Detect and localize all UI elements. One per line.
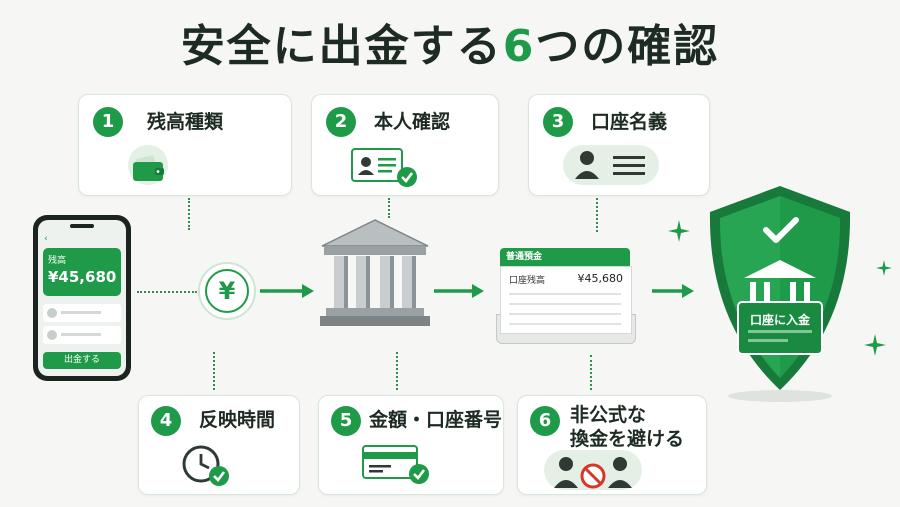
step-number-6: 6	[530, 406, 560, 436]
title-number: 6	[502, 21, 536, 72]
clock-check-icon	[182, 445, 229, 486]
passbook-row-label: 口座残高	[509, 276, 546, 286]
check-card-2: 2 本人確認	[311, 94, 499, 196]
yen-symbol: ¥	[205, 269, 249, 313]
credit-card-check-icon	[362, 445, 429, 484]
connector-phone-yen	[137, 291, 197, 293]
check-card-6: 6 非公式な 換金を避ける	[517, 395, 707, 495]
check-title-3: 口座名義	[591, 111, 668, 133]
check-title-4: 反映時間	[199, 409, 276, 431]
connector-3	[596, 198, 598, 232]
connector-1	[188, 198, 190, 230]
step-number-4: 4	[151, 406, 181, 436]
check-card-1: 1 残高種類	[78, 94, 292, 196]
list-item[interactable]	[43, 326, 121, 344]
bank-building-icon	[320, 219, 430, 326]
passbook-row-value: ¥45,680	[577, 272, 624, 285]
title-main: 安全に出金する	[180, 21, 503, 72]
balance-amount: ¥45,680	[48, 268, 117, 286]
check-card-3: 3 口座名義	[528, 94, 710, 196]
connector-4	[213, 352, 215, 390]
check-title-1: 残高種類	[147, 111, 224, 133]
check-card-4: 4 反映時間	[138, 395, 300, 495]
arrow-right-icon	[260, 284, 314, 298]
back-chevron-icon[interactable]: ‹	[44, 234, 48, 244]
sparkle-icon	[864, 334, 886, 356]
passbook-body: 口座残高 ¥45,680	[500, 266, 632, 334]
connector-5	[396, 352, 398, 390]
check-title-5: 金額・口座番号	[369, 409, 503, 431]
connector-2	[388, 198, 390, 218]
shield-label: 口座に入金	[749, 313, 810, 327]
coin-icon	[47, 308, 57, 318]
withdraw-button[interactable]: 出金する	[43, 352, 121, 369]
step-number-2: 2	[326, 107, 356, 137]
sparkle-icon	[668, 220, 690, 242]
arrow-right-icon	[652, 284, 694, 298]
coin-icon	[47, 330, 57, 340]
check-title-6-line1: 非公式な	[570, 404, 647, 426]
arrow-right-icon	[434, 284, 484, 298]
check-title-6-line2: 換金を避ける	[570, 428, 685, 450]
bank-passbook: 普通預金 口座残高 ¥45,680	[492, 242, 638, 350]
phone-screen: ‹ 残高 ¥45,680 出金する	[38, 220, 126, 376]
step-number-5: 5	[331, 406, 361, 436]
page-title: 安全に出金する6つの確認	[0, 10, 900, 74]
no-exchange-icon	[544, 450, 642, 490]
id-card-check-icon	[351, 148, 417, 187]
phone-notch	[70, 224, 94, 228]
account-holder-icon	[563, 145, 659, 185]
balance-card: 残高 ¥45,680	[43, 248, 121, 296]
sparkle-icon	[876, 260, 892, 276]
check-title-2: 本人確認	[374, 111, 451, 133]
list-item[interactable]	[43, 304, 121, 322]
security-shield-icon	[709, 186, 851, 402]
balance-label: 残高	[48, 256, 67, 266]
connector-6	[590, 355, 592, 390]
title-suffix: つの確認	[535, 21, 720, 72]
passbook-header: 普通預金	[500, 248, 630, 266]
yen-coin-icon: ¥	[198, 262, 256, 320]
check-card-5: 5 金額・口座番号	[318, 395, 504, 495]
smartphone: ‹ 残高 ¥45,680 出金する	[33, 215, 131, 381]
step-number-1: 1	[93, 107, 123, 137]
wallet-icon	[128, 145, 168, 185]
step-number-3: 3	[543, 107, 573, 137]
